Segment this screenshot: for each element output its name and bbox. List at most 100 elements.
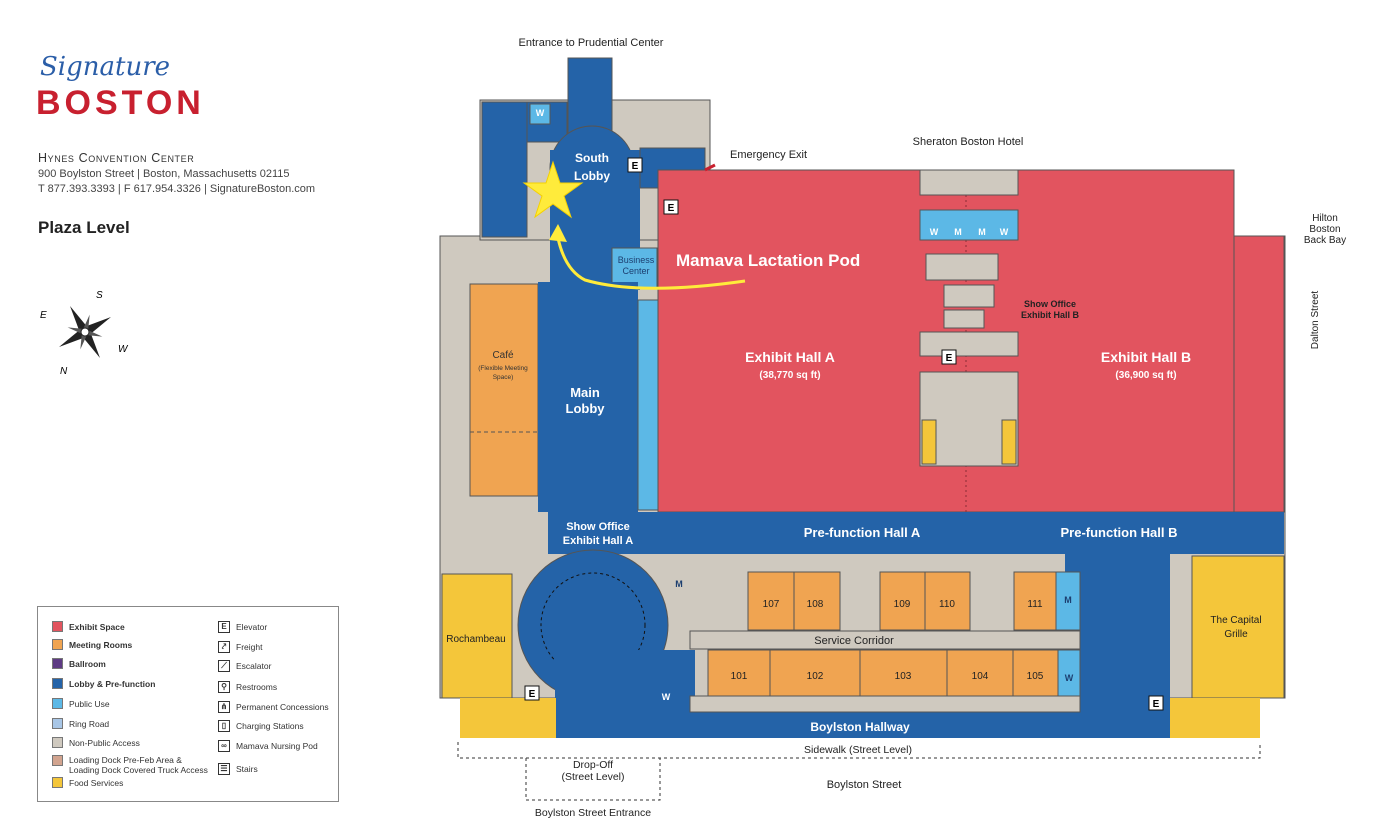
elevator-label-business: E xyxy=(668,203,675,214)
escalator-icon: ⟋ xyxy=(218,660,230,672)
room-109: 109 xyxy=(894,599,911,610)
room-104: 104 xyxy=(972,671,989,682)
restroom-w-north: W xyxy=(536,108,545,118)
elevator-label-core: E xyxy=(946,353,953,364)
concessions-icon: ⋔ xyxy=(218,701,230,713)
room-102: 102 xyxy=(807,671,824,682)
legend-concessions: ⋔Permanent Concessions xyxy=(218,701,329,713)
legend-public-use: Public Use xyxy=(52,698,110,709)
cafe-label: Café xyxy=(492,350,514,361)
legend-swatch xyxy=(52,777,63,788)
venue-name: Hynes Convention Center xyxy=(38,151,195,165)
compass-w: W xyxy=(118,344,129,355)
charging-icon: ▯ xyxy=(218,720,230,732)
mamava-arrow-icon xyxy=(556,237,746,290)
dalton-street-label: Dalton Street xyxy=(1310,291,1321,350)
restroom-w-core: W xyxy=(930,227,939,237)
boylston-street-label: Boylston Street xyxy=(827,779,902,791)
prefunction-a-label: Pre-function Hall A xyxy=(804,525,921,540)
legend-nursing-pod: ∞Mamava Nursing Pod xyxy=(218,740,318,752)
show-office-b-label-2: Exhibit Hall B xyxy=(1021,310,1080,320)
legend-exhibit-space: Exhibit Space xyxy=(52,621,125,632)
restroom-m-rotunda: M xyxy=(675,579,683,589)
legend-freight: ⤤Freight xyxy=(218,641,262,653)
compass-rose: S E W N xyxy=(40,290,129,377)
main-lobby-label-2: Lobby xyxy=(566,401,606,416)
main-lobby-label-1: Main xyxy=(570,385,600,400)
legend-escalator: ⟋Escalator xyxy=(218,660,271,672)
room-111: 111 xyxy=(1027,599,1043,610)
sidewalk-label: Sidewalk (Street Level) xyxy=(804,744,912,756)
exhibit-hall-a-size: (38,770 sq ft) xyxy=(759,370,820,381)
page-title: Plaza Level xyxy=(38,218,130,237)
exhibit-hall-b-size: (36,900 sq ft) xyxy=(1115,370,1176,381)
hilton-label-1: Hilton xyxy=(1312,213,1338,224)
boylston-entrance-label: Boylston Street Entrance xyxy=(535,807,651,818)
exhibit-hall-b-label: Exhibit Hall B xyxy=(1101,349,1191,365)
restroom-m-east: M xyxy=(1064,595,1072,605)
sheraton-label: Sheraton Boston Hotel xyxy=(913,136,1024,148)
legend-swatch xyxy=(52,698,63,709)
dropoff-label-2: (Street Level) xyxy=(561,771,624,783)
mamava-star-icon xyxy=(522,160,584,219)
hilton-label-2: Boston xyxy=(1309,224,1340,235)
nursing-pod-icon: ∞ xyxy=(218,740,230,752)
freight-icon: ⤤ xyxy=(218,641,230,653)
legend-swatch xyxy=(52,639,63,650)
restroom-icon: ⚲ xyxy=(218,681,230,693)
legend-lobby: Lobby & Pre-function xyxy=(52,678,155,689)
south-lobby-label-2: Lobby xyxy=(574,169,610,183)
legend-non-public: Non-Public Access xyxy=(52,737,140,748)
legend-swatch xyxy=(52,755,63,766)
restroom-w-rotunda: W xyxy=(662,692,671,702)
show-office-b-label-1: Show Office xyxy=(1024,299,1076,309)
legend-ring-road: Ring Road xyxy=(52,718,109,729)
restroom-w-core-2: W xyxy=(1000,227,1009,237)
elevator-icon xyxy=(627,157,643,173)
legend-food-services: Food Services xyxy=(52,777,123,788)
capital-grille-label-2: Grille xyxy=(1224,629,1248,640)
restroom-w-east: W xyxy=(1065,673,1074,683)
south-lobby-label-1: South xyxy=(575,151,609,165)
hilton-label-3: Back Bay xyxy=(1304,235,1346,246)
legend-swatch xyxy=(52,737,63,748)
legend-swatch xyxy=(52,621,63,632)
mamava-lactation-pod-label: Mamava Lactation Pod xyxy=(676,251,860,270)
rochambeau-label: Rochambeau xyxy=(446,634,505,645)
elevator-icon xyxy=(524,685,540,701)
venue-address: 900 Boylston Street | Boston, Massachuse… xyxy=(38,168,290,180)
emergency-exit-label: Emergency Exit xyxy=(730,149,807,161)
boylston-hallway-label: Boylston Hallway xyxy=(810,720,910,734)
elevator-label-west: E xyxy=(529,689,536,700)
legend-restrooms: ⚲Restrooms xyxy=(218,681,277,693)
restroom-m-core: M xyxy=(954,227,962,237)
mamava-arrowhead-icon xyxy=(549,224,567,242)
room-105: 105 xyxy=(1027,671,1044,682)
compass-s: S xyxy=(96,290,103,301)
elevator-icon xyxy=(663,199,679,215)
elevator-icon xyxy=(941,349,957,365)
compass-e: E xyxy=(40,310,47,321)
legend-swatch xyxy=(52,658,63,669)
map-legend: Exhibit Space Meeting Rooms Ballroom Lob… xyxy=(37,606,339,802)
elevator-icon xyxy=(1148,695,1164,711)
elevator-icon: E xyxy=(218,621,230,633)
business-center-label-2: Center xyxy=(622,266,649,276)
cafe-note-1: (Flexible Meeting xyxy=(478,365,528,372)
stairs-icon: ☰ xyxy=(218,763,230,775)
legend-charging: ▯Charging Stations xyxy=(218,720,304,732)
exhibit-hall-a-label: Exhibit Hall A xyxy=(745,349,835,365)
show-office-a-label-1: Show Office xyxy=(566,521,630,533)
room-103: 103 xyxy=(895,671,912,682)
entrance-prudential-label: Entrance to Prudential Center xyxy=(519,37,664,49)
cafe-note-2: Space) xyxy=(493,374,514,381)
room-107: 107 xyxy=(763,599,780,610)
elevator-label-east: E xyxy=(1153,699,1160,710)
room-101: 101 xyxy=(731,671,748,682)
room-108: 108 xyxy=(807,599,824,610)
legend-stairs: ☰Stairs xyxy=(218,763,258,775)
service-corridor-label: Service Corridor xyxy=(814,635,894,647)
venue-contact: T 877.393.3393 | F 617.954.3326 | Signat… xyxy=(38,183,316,195)
